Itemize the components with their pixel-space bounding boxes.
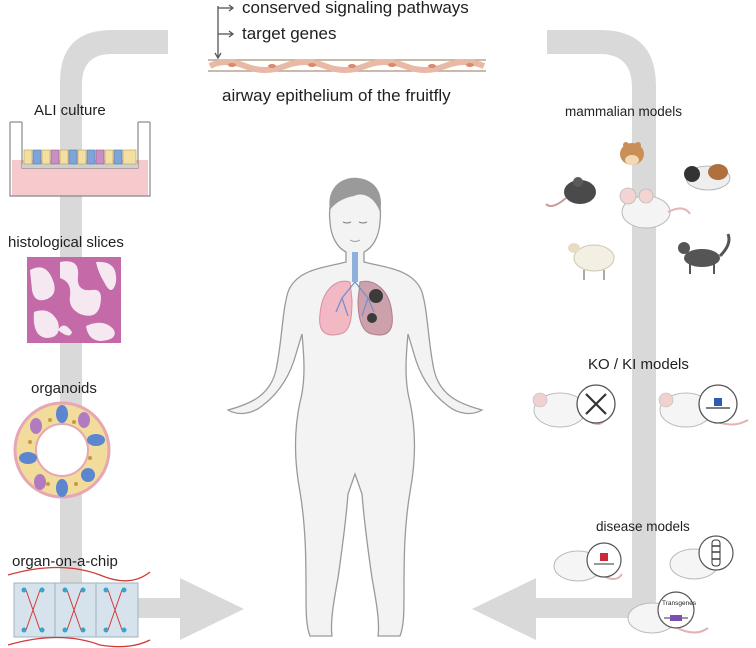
right-flow-arrow xyxy=(472,30,656,640)
histological-slices-label: histological slices xyxy=(8,234,124,251)
organ-on-chip-label: organ-on-a-chip xyxy=(12,553,118,570)
hamster-illustration xyxy=(620,142,644,165)
white-mouse-illustration xyxy=(619,187,691,229)
lungs-illustration xyxy=(319,252,393,336)
organoid-illustration xyxy=(13,401,111,499)
target-genes-label: target genes xyxy=(242,24,337,43)
black-rat-illustration xyxy=(545,177,596,207)
mammalian-models-label: mammalian models xyxy=(565,104,683,119)
sheep-illustration xyxy=(568,243,615,280)
human-body-illustration xyxy=(226,177,484,637)
transgenes-label: Transgenes xyxy=(662,600,697,607)
disease-mouse-3-illustration xyxy=(627,591,709,634)
ko-mouse-illustration xyxy=(532,384,616,428)
fruitfly-epithelium-caption: airway epithelium of the fruitfly xyxy=(222,86,451,105)
ali-culture-illustration xyxy=(9,121,151,197)
bullet-bracket xyxy=(214,4,235,60)
ali-culture-label: ALI culture xyxy=(34,102,106,119)
conserved-pathways-label: conserved signaling pathways xyxy=(242,0,469,17)
ko-ki-models-label: KO / KI models xyxy=(588,356,689,373)
disease-mouse-2-illustration xyxy=(669,535,734,580)
organoids-label: organoids xyxy=(31,380,97,397)
guinea-pig-illustration xyxy=(684,164,731,191)
fruitfly-epithelium xyxy=(208,59,486,73)
left-flow-arrow xyxy=(60,30,244,640)
ki-mouse-illustration xyxy=(658,384,749,428)
cat-illustration xyxy=(678,233,731,274)
organ-on-chip-illustration xyxy=(7,566,151,648)
histology-illustration xyxy=(27,257,121,343)
disease-mouse-1-illustration xyxy=(553,542,623,582)
disease-models-label: disease models xyxy=(596,519,690,534)
